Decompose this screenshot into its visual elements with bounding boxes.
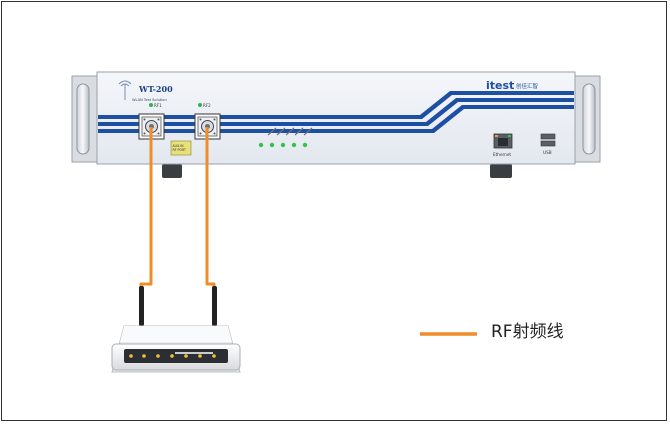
right-foot	[490, 164, 512, 178]
ethernet-label: Ethernet	[493, 152, 511, 157]
aux-label-line1: AUX-IN	[173, 144, 185, 148]
aux-label-line2: RF PORT	[173, 148, 186, 152]
usb-ports	[540, 133, 556, 147]
brand-cn-label: 创佳汇智	[516, 82, 538, 90]
rf2-label: RF2	[203, 103, 211, 108]
rf1-label: RF1	[154, 103, 162, 108]
wireless-icon	[118, 80, 132, 100]
usb-label: USB	[543, 150, 552, 155]
brand-label: itest	[486, 79, 514, 92]
aux-label-text: AUX-IN RF PORT	[173, 144, 186, 152]
status-leds	[258, 127, 313, 148]
rf2-port	[194, 103, 221, 140]
left-handle	[71, 75, 99, 163]
wireless-router	[111, 286, 241, 373]
model-label: WT-200	[138, 84, 173, 94]
aux-label-box	[170, 140, 192, 156]
wt200-front-panel	[96, 71, 576, 165]
model-subtitle: WLAN Test Solution	[132, 98, 167, 102]
legend-label: RF射频线	[491, 322, 564, 342]
right-handle	[573, 75, 601, 163]
ethernet-port	[493, 133, 513, 149]
left-foot	[162, 164, 182, 178]
